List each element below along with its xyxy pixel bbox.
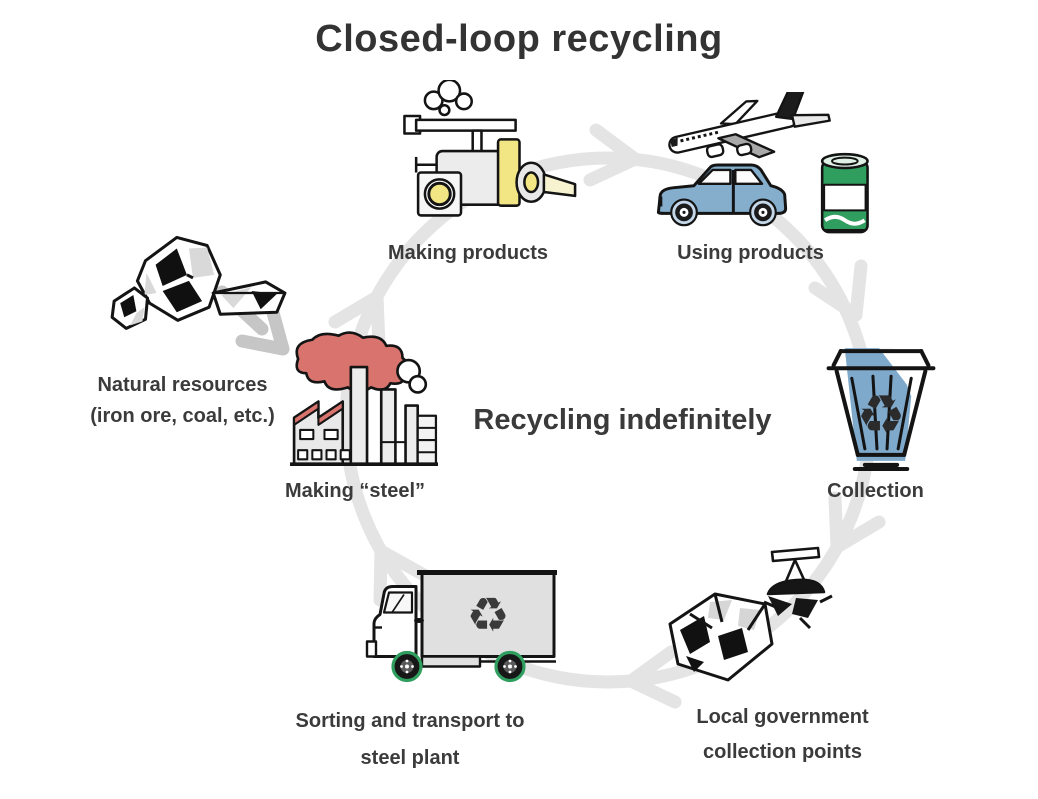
steel-factory-icon	[290, 331, 438, 466]
airplane	[668, 92, 831, 159]
arrowhead-upper-left	[328, 290, 386, 353]
chimney	[379, 388, 397, 466]
arrowhead-upper-right	[808, 259, 868, 322]
steam-puff	[454, 92, 473, 111]
label-natural-resources-line1: Natural resources	[97, 374, 268, 396]
center-label: Recycling indefinitely	[473, 404, 772, 436]
page-title: Closed-loop recycling	[315, 18, 723, 60]
label-local-government-line2: collection points	[703, 741, 862, 763]
label-using-products: Using products	[677, 242, 824, 264]
chimney	[349, 365, 369, 466]
steam-puff	[437, 80, 462, 103]
machine-icon	[403, 80, 577, 217]
recycling-bin-icon: ♻	[826, 348, 936, 471]
beverage-can	[820, 152, 869, 234]
label-local-government-line1: Local government	[696, 706, 869, 728]
arrowhead-top	[583, 123, 642, 187]
arrowhead-lower-right	[828, 491, 886, 554]
recycling-truck-icon: ♻	[365, 570, 557, 683]
ore-rock-flat	[211, 280, 287, 316]
recycle-icon: ♻	[466, 588, 509, 644]
scrap-bale	[668, 592, 774, 682]
label-sorting-transport-line2: steel plant	[360, 747, 460, 769]
label-collection: Collection	[827, 480, 924, 502]
arrowhead-lower-left	[373, 544, 431, 607]
arrowhead-bottom	[624, 645, 682, 709]
chimney	[404, 404, 420, 466]
ore-rocks-icon	[110, 235, 287, 330]
label-sorting-transport-line1: Sorting and transport to	[295, 710, 525, 732]
scrap-metal-icon	[668, 546, 833, 682]
magnet-crane	[763, 546, 833, 630]
truck-wheels	[391, 650, 526, 683]
label-making-products: Making products	[387, 242, 548, 264]
bin-slats	[850, 374, 913, 451]
recycle-icon: ♻	[857, 384, 906, 447]
label-sorting-transport: Sorting and transport to steel plant	[250, 703, 570, 777]
can-label	[823, 183, 867, 212]
label-local-government: Local government collection points	[650, 700, 915, 770]
cycle-arrowheads	[328, 123, 886, 709]
car	[656, 163, 788, 227]
vehicles-icon	[656, 92, 869, 234]
label-natural-resources-line2: (iron ore, coal, etc.)	[90, 405, 275, 427]
machine-yellow-block	[496, 138, 521, 207]
label-natural-resources: Natural resources (iron ore, coal, etc.)	[55, 370, 310, 432]
steam-puff	[438, 103, 451, 117]
label-making-steel: Making “steel”	[284, 480, 426, 502]
